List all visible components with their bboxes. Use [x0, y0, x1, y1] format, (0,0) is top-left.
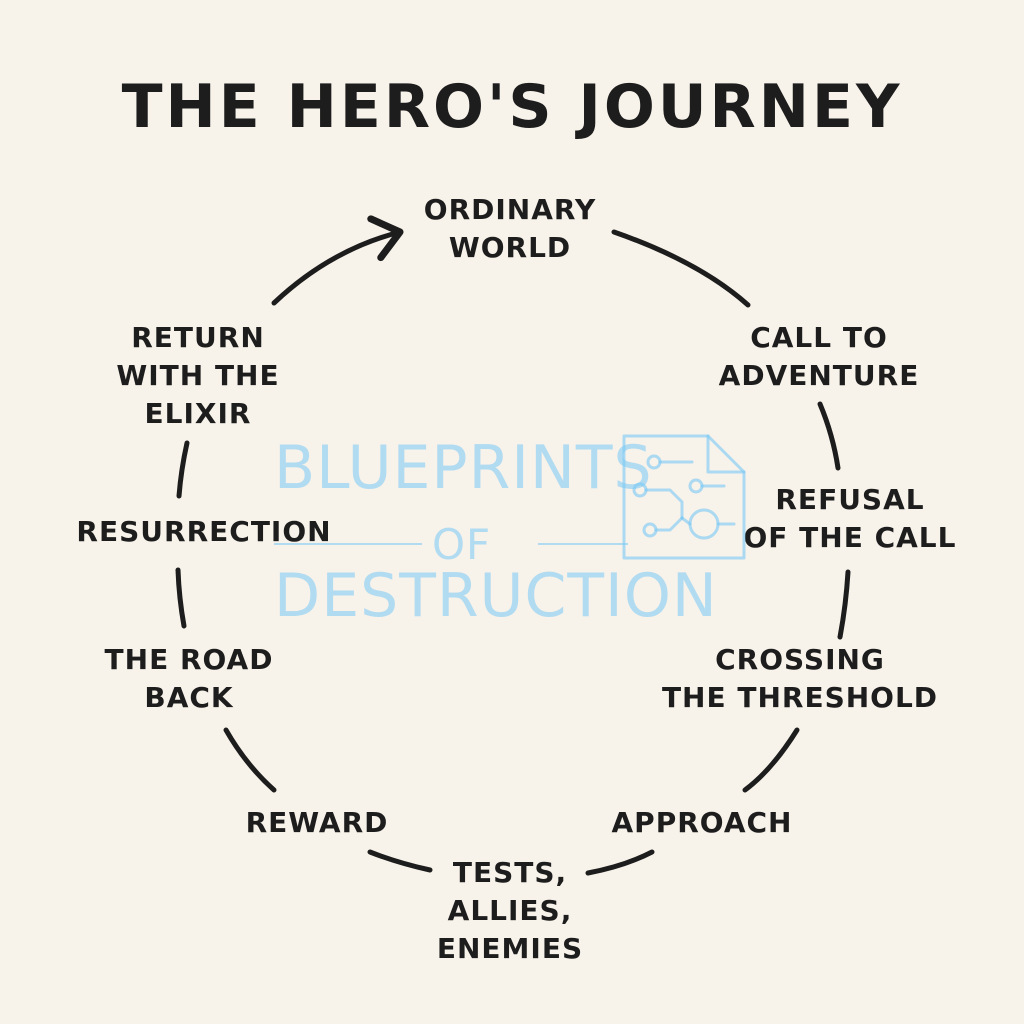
circuit-document-icon — [622, 434, 746, 560]
stage-the-road-back: THE ROAD BACK — [104, 643, 274, 714]
arc-return-to-ordinary — [271, 215, 404, 306]
stage-reward: REWARD — [245, 806, 389, 839]
stage-call-to-adventure: CALL TO ADVENTURE — [718, 321, 920, 392]
diagram-title: THE HERO'S JOURNEY — [121, 72, 903, 142]
arc-tests-to-reward — [367, 849, 433, 873]
arc-resurrection-to-return — [176, 440, 190, 499]
arc-crossing-to-approach — [742, 727, 800, 793]
watermark-line-3: DESTRUCTION — [274, 561, 718, 631]
watermark-rule-right — [538, 543, 628, 545]
arc-call-to-refusal — [817, 401, 841, 471]
stage-tests-allies-enemies: TESTS, ALLIES, ENEMIES — [436, 856, 584, 965]
stage-ordinary-world: ORDINARY WORLD — [423, 193, 597, 264]
watermark: BLUEPRINTS OF DESTRUCTION — [268, 432, 758, 632]
watermark-rule-left — [274, 543, 422, 545]
arc-ordinary-to-call — [611, 229, 751, 308]
arc-refusal-to-crossing — [837, 569, 851, 640]
arc-approach-to-tests — [585, 849, 655, 876]
arc-roadback-to-resurrection — [175, 567, 187, 629]
stage-crossing-the-threshold: CROSSING THE THRESHOLD — [661, 643, 939, 714]
stage-resurrection: RESURRECTION — [76, 515, 332, 548]
arc-reward-to-roadback — [223, 727, 277, 793]
stage-refusal-of-the-call: REFUSAL OF THE CALL — [743, 483, 957, 554]
watermark-line-1: BLUEPRINTS — [274, 433, 653, 503]
stage-approach: APPROACH — [611, 806, 793, 839]
watermark-line-2: OF — [432, 520, 492, 569]
stage-return-with-the-elixir: RETURN WITH THE ELIXIR — [116, 321, 280, 430]
